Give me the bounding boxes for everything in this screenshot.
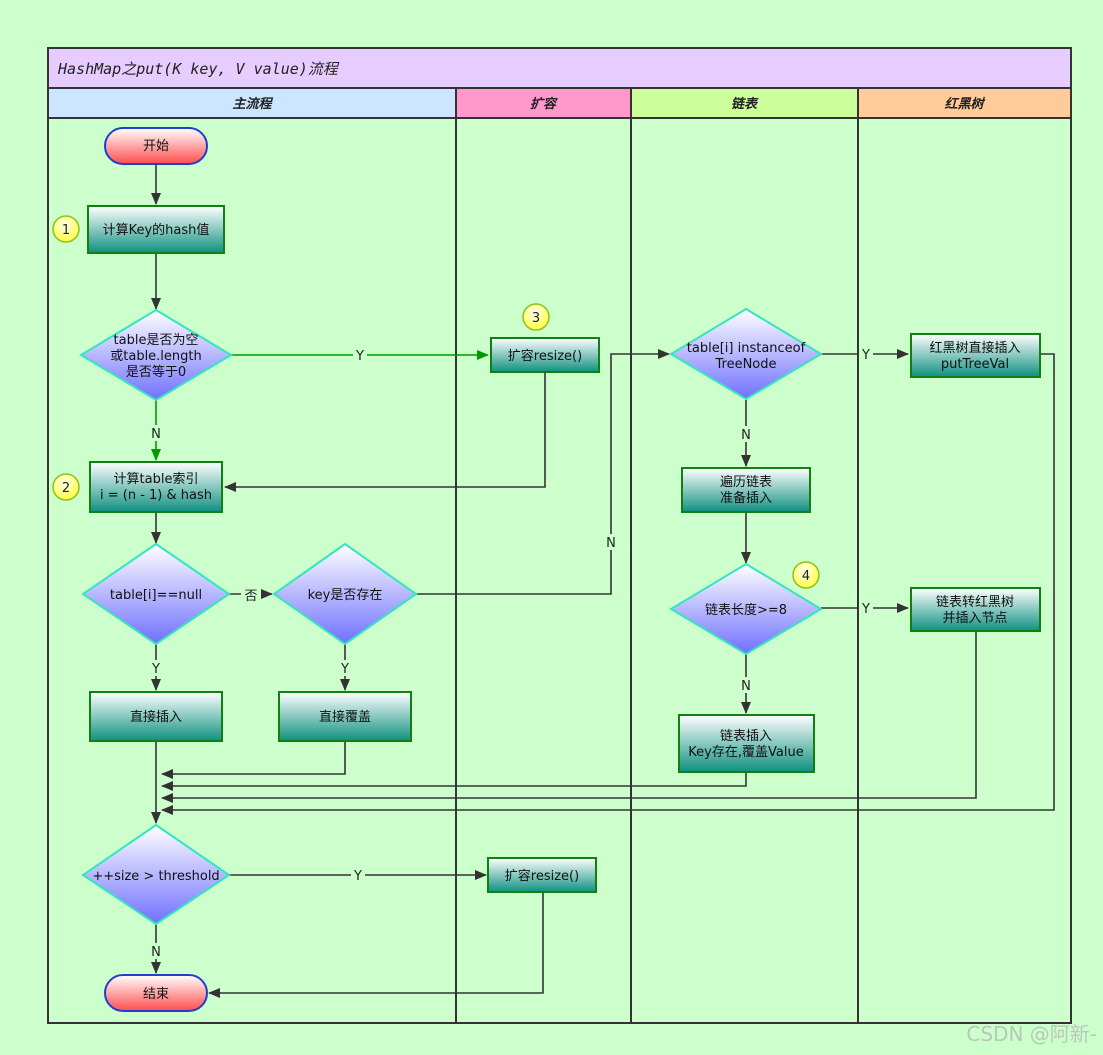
list-to-tree-node (910, 587, 1041, 632)
lane-header-main (47, 87, 457, 119)
is-treenode-label: table[i] instanceof (687, 341, 806, 356)
resize-node (490, 337, 600, 373)
resize-label: 扩容resize() (508, 348, 582, 364)
table-index-node (89, 461, 223, 513)
edge-exists-no (416, 349, 670, 595)
step-badge (522, 303, 550, 331)
table-index-label: 计算table索引 (114, 472, 199, 487)
edge-label: 否 (244, 589, 257, 604)
table-empty-label: 是否等于0 (126, 364, 186, 380)
end-label: 结束 (143, 987, 169, 1002)
direct-overwrite-node (278, 691, 412, 742)
direct-overwrite-label: 直接覆盖 (319, 709, 371, 725)
tree-insert-label: 红黑树直接插入 (929, 340, 1020, 356)
end-node (104, 974, 208, 1012)
list-length-label: 链表长度>=8 (705, 602, 787, 618)
edge-overwrite-merge (161, 741, 346, 779)
tree-insert-node (910, 333, 1041, 378)
nodes: 开始 计算Key的hash值 table是否为空 或table.length 是… (79, 127, 1041, 1012)
start-label: 开始 (143, 139, 169, 154)
edge-label: Y (355, 349, 364, 364)
edge-treeinsert-merge (161, 353, 1055, 815)
slot-null-decision (81, 542, 231, 646)
edge-label: N (151, 945, 161, 960)
step-number: 2 (62, 481, 70, 496)
diagram-title: HashMap之put(K key, V value)流程 (57, 60, 340, 78)
list-insert-node (678, 714, 815, 773)
step-number: 4 (802, 569, 810, 584)
traverse-list-label: 准备插入 (720, 490, 772, 506)
edge-label: Y (861, 348, 870, 363)
edge-listinsert-merge (161, 772, 747, 791)
resize-node (487, 857, 597, 893)
edge-listtotree-merge (161, 632, 977, 803)
edge-resize-index (224, 372, 546, 492)
edge-label: Y (151, 662, 160, 677)
lane-label-tree: 红黑树 (944, 96, 985, 112)
direct-insert-label: 直接插入 (130, 709, 182, 725)
edge-label: N (741, 679, 751, 694)
edge-label: Y (340, 662, 349, 677)
edge-label: N (741, 428, 751, 443)
lane-label-main: 主流程 (232, 96, 273, 112)
size-threshold-decision (81, 823, 231, 926)
slot-null-label: table[i]==null (110, 588, 202, 603)
tree-insert-label: putTreeVal (941, 357, 1009, 372)
start-node (104, 127, 208, 165)
direct-insert-node (89, 691, 223, 742)
is-treenode-label: TreeNode (714, 357, 776, 372)
table-index-label: i = (n - 1) & hash (100, 488, 212, 503)
list-insert-label: Key存在,覆盖Value (688, 745, 803, 760)
edge-label: N (151, 427, 161, 442)
lane-header-tree (857, 87, 1072, 119)
lane-label-resize: 扩容 (530, 96, 558, 112)
edge-labels: Y N 否 Y Y N Y N Y N Y N (148, 346, 873, 960)
compute-hash-node (87, 205, 225, 254)
list-to-tree-label: 并插入节点 (942, 611, 1007, 626)
resize-label: 扩容resize() (505, 868, 579, 884)
is-treenode-decision (669, 307, 823, 401)
swimlane-frame: HashMap之put(K key, V value)流程 主流程 扩容 链表 … (47, 47, 1072, 1024)
size-threshold-label: ++size > threshold (92, 869, 219, 884)
watermark: CSDN @阿新- (966, 1022, 1097, 1046)
step-badges: 1 2 3 4 (52, 215, 820, 589)
key-exists-decision (272, 542, 418, 646)
step-badge (792, 561, 820, 589)
table-empty-label: table是否为空 (114, 333, 199, 348)
list-length-decision (669, 562, 823, 656)
list-to-tree-label: 链表转红黑树 (936, 594, 1014, 610)
connectors (151, 164, 1055, 998)
key-exists-label: key是否存在 (308, 588, 383, 603)
table-empty-label: 或table.length (110, 349, 202, 364)
lane-header-resize (455, 87, 632, 119)
step-number: 1 (62, 223, 70, 238)
step-badge (52, 473, 80, 501)
step-badge (52, 215, 80, 243)
traverse-list-label: 遍历链表 (720, 474, 772, 490)
compute-hash-label: 计算Key的hash值 (103, 222, 210, 238)
edge-label: Y (861, 602, 870, 617)
table-empty-decision (79, 308, 233, 402)
step-number: 3 (532, 311, 540, 326)
edge-label: N (606, 536, 616, 551)
edge-resize-end (208, 892, 544, 998)
edge-label: Y (353, 869, 362, 884)
lane-header-list (630, 87, 859, 119)
lane-label-list: 链表 (731, 96, 759, 112)
list-insert-label: 链表插入 (720, 729, 772, 744)
traverse-list-node (681, 467, 811, 513)
